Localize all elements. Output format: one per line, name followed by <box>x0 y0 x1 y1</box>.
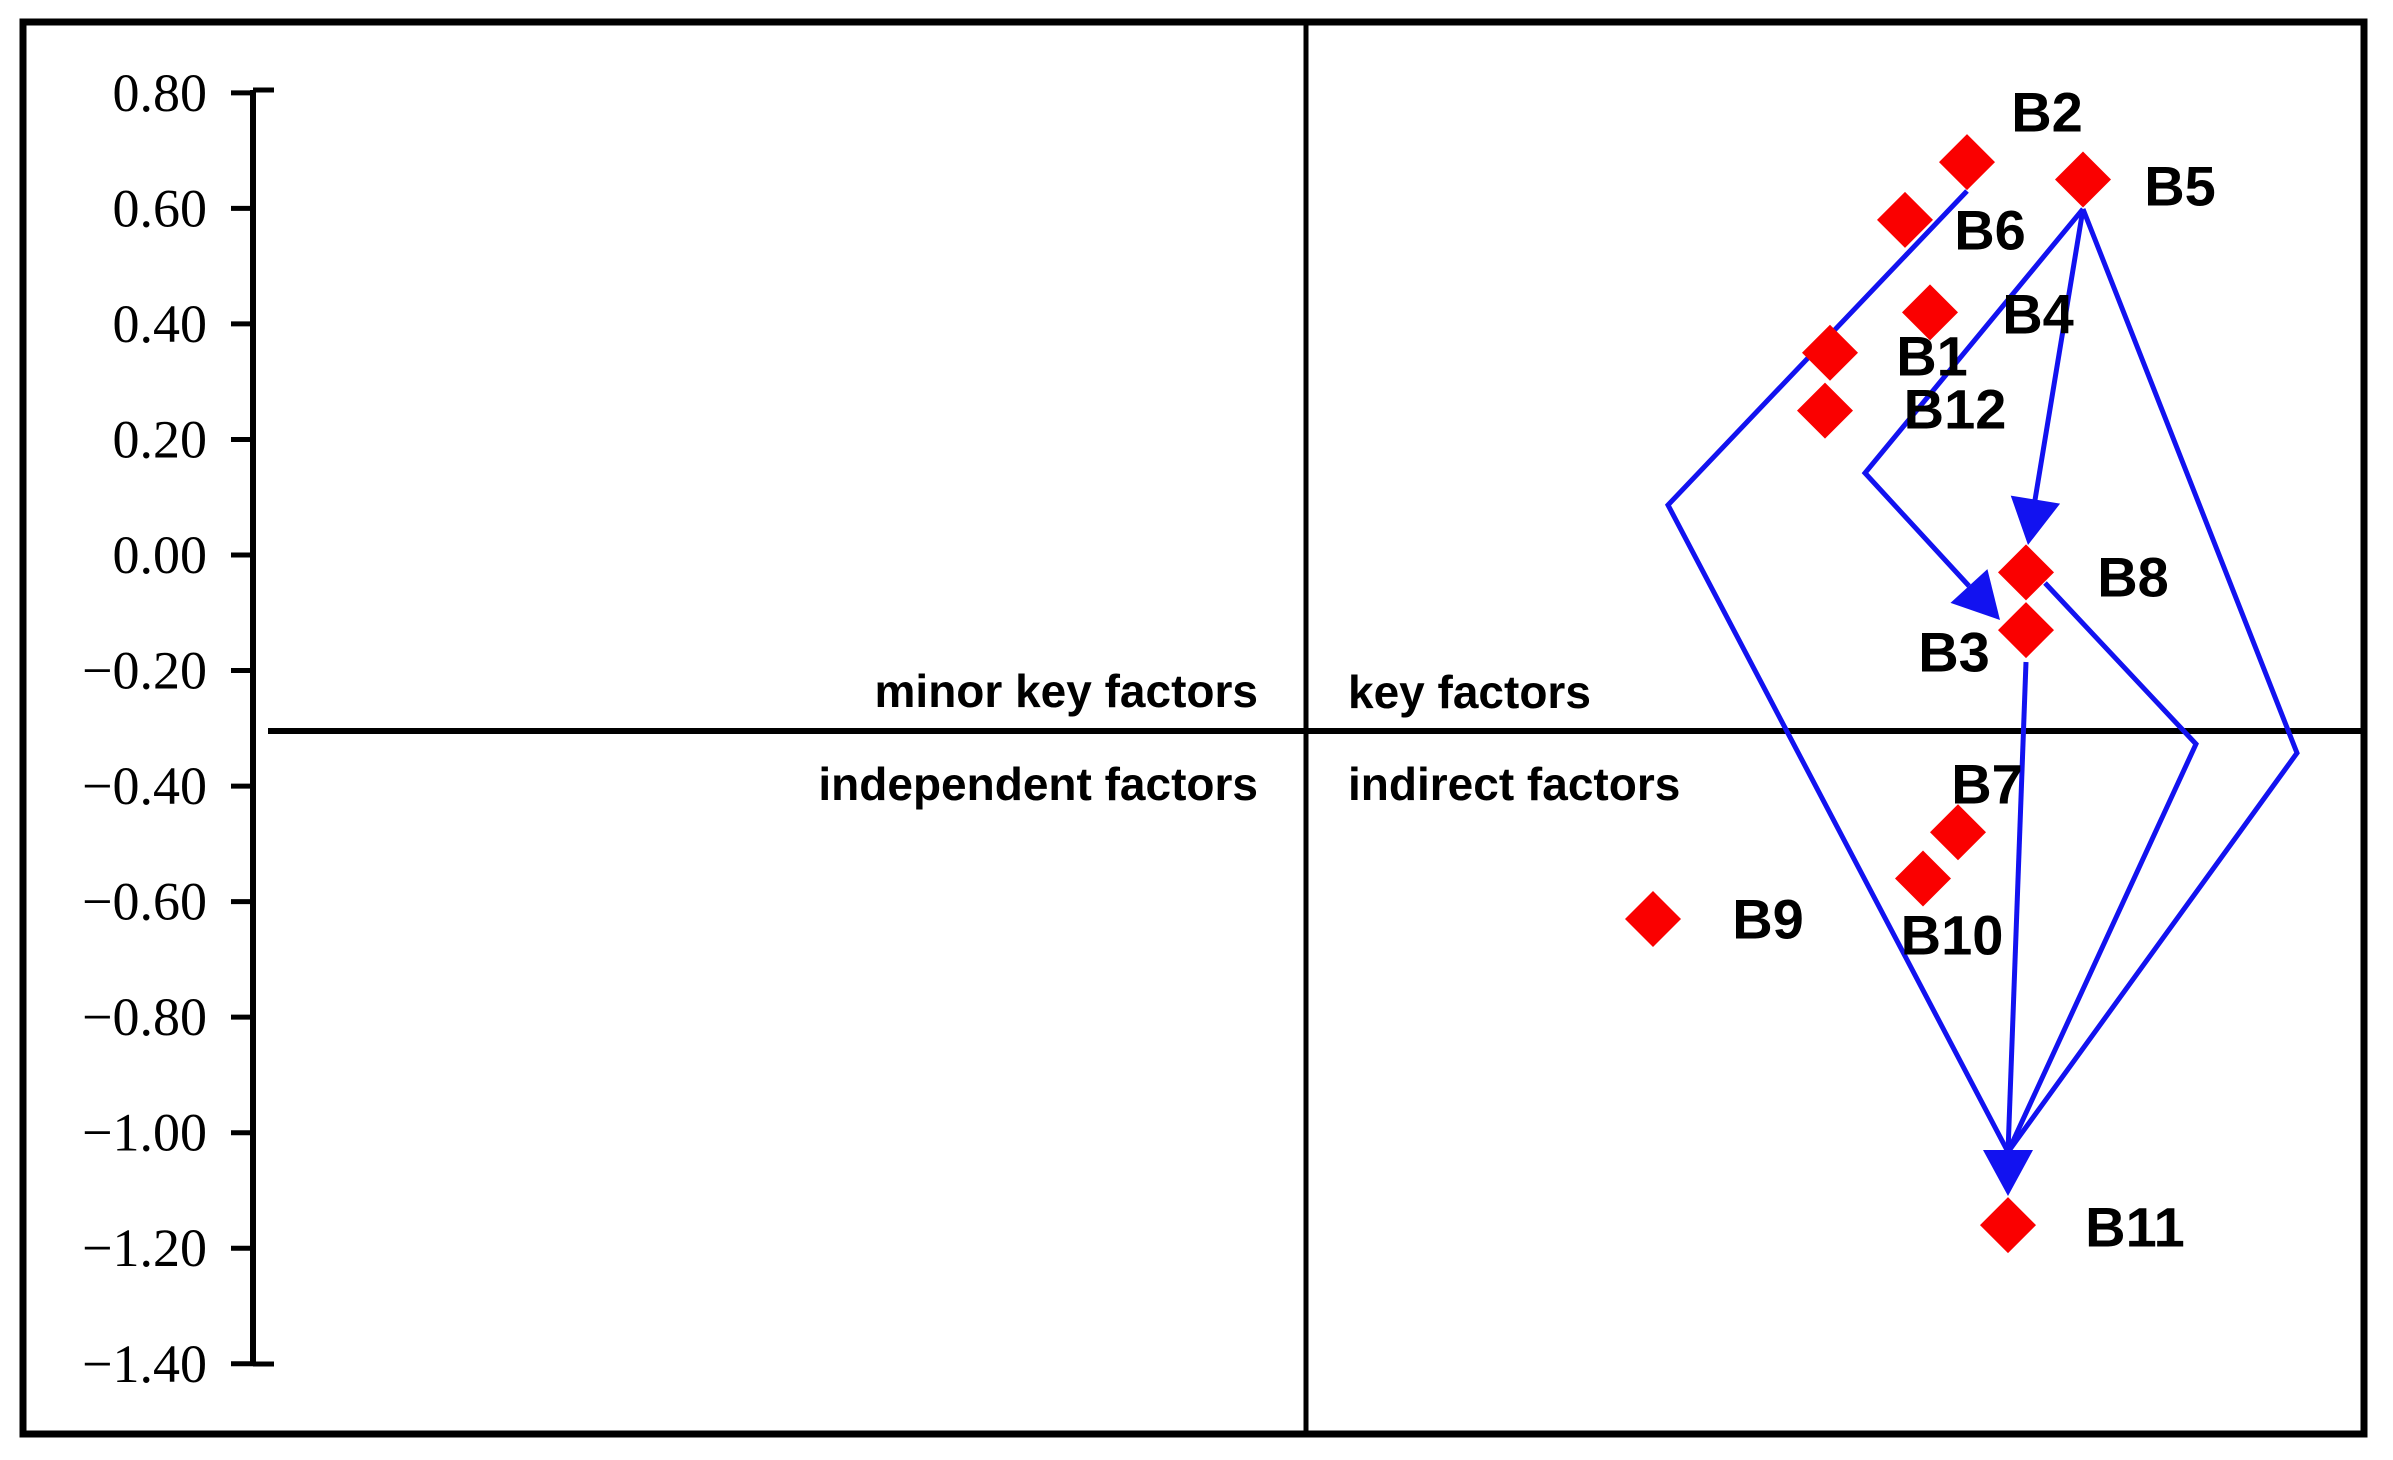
quadrant-label-bottom-left: independent factors <box>818 758 1258 810</box>
plot-border <box>19 18 2368 1438</box>
quadrant-label-top-left: minor key factors <box>875 665 1258 717</box>
y-tick-label: −1.40 <box>82 1334 207 1394</box>
data-point-B8 <box>1998 544 2054 601</box>
data-point-B5 <box>2055 151 2111 208</box>
point-label-B12: B12 <box>1904 378 2007 441</box>
data-point-B6 <box>1877 191 1933 248</box>
y-tick-label: −0.20 <box>82 641 207 701</box>
data-point-B3 <box>1998 602 2054 659</box>
head-B11-arrowhead-icon <box>1983 1150 2033 1196</box>
arrow-line-B2-B11 <box>1664 189 2011 1154</box>
data-point-B11 <box>1980 1197 2036 1254</box>
point-label-B7: B7 <box>1951 753 2023 816</box>
quadrant-label-top-right: key factors <box>1348 666 1591 718</box>
data-point-B10 <box>1895 850 1951 907</box>
quadrant-label-bottom-right: indirect factors <box>1348 758 1680 810</box>
arrow-line-B8-B11 <box>2005 581 2199 1154</box>
point-label-B6: B6 <box>1954 199 2026 262</box>
y-tick-label: 0.00 <box>113 525 208 585</box>
data-point-B9 <box>1625 890 1681 947</box>
point-label-B4: B4 <box>2002 283 2074 346</box>
y-tick-label: −0.40 <box>82 756 207 816</box>
y-tick-label: −1.20 <box>82 1218 207 1278</box>
point-label-B9: B9 <box>1732 888 1804 951</box>
data-point-B12 <box>1797 382 1853 439</box>
arrow-line-B5-B8 <box>2032 208 2086 501</box>
y-tick-label: 0.60 <box>113 178 208 238</box>
point-label-B10: B10 <box>1901 904 2004 967</box>
y-tick-label: 0.40 <box>113 294 208 354</box>
data-point-B7 <box>1930 804 1986 861</box>
y-tick-label: −0.80 <box>82 987 207 1047</box>
point-label-B2: B2 <box>2011 81 2083 144</box>
point-label-B8: B8 <box>2097 546 2169 609</box>
arrow-line-B3-B11 <box>2005 661 2029 1153</box>
arrow-line-B5-B3 <box>1861 207 2085 588</box>
data-point-B2 <box>1939 134 1995 191</box>
y-tick-label: 0.80 <box>113 63 208 123</box>
point-label-B3: B3 <box>1918 621 1990 684</box>
arrow-line-B5-B11 <box>2005 208 2300 1154</box>
head-B3-arrowhead-icon <box>1950 569 2000 620</box>
data-point-B4 <box>1902 284 1958 341</box>
y-tick-label: −0.60 <box>82 872 207 932</box>
point-label-B5: B5 <box>2144 155 2216 218</box>
point-label-B11: B11 <box>2085 1196 2185 1259</box>
data-point-B1 <box>1802 324 1858 381</box>
head-B8-arrowhead-icon <box>2010 495 2061 545</box>
y-tick-label: 0.20 <box>113 409 208 469</box>
y-tick-label: −1.00 <box>82 1103 207 1163</box>
